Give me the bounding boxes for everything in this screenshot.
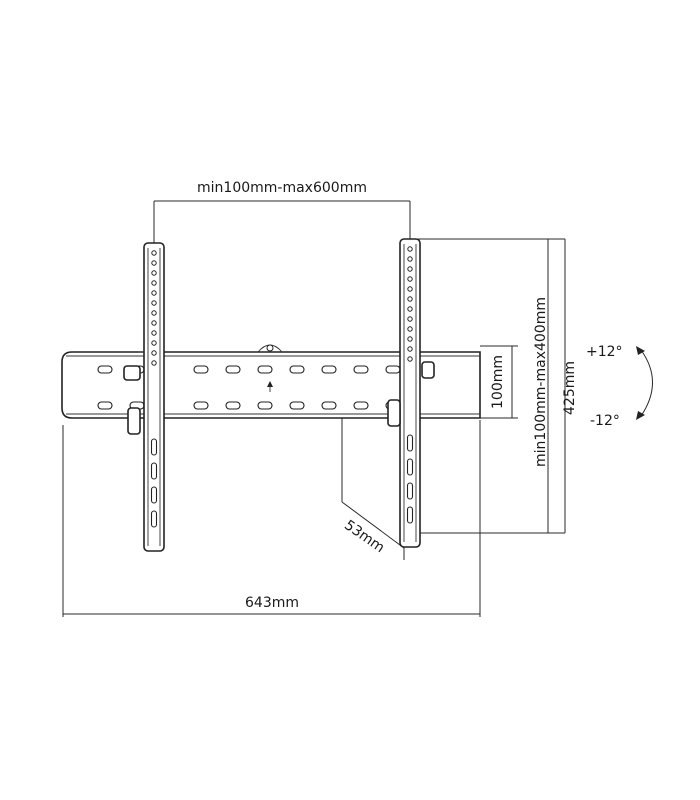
arm-hole — [407, 336, 413, 342]
arm-hole — [407, 246, 413, 252]
arm-hole — [151, 260, 157, 266]
arm-hole — [407, 256, 413, 262]
plate-slot — [225, 401, 241, 410]
arm-hole — [151, 340, 157, 346]
plate-slot — [289, 365, 305, 374]
right-arm-slots — [406, 434, 414, 524]
left-arm — [123, 242, 165, 552]
tilt-up-label: +12° — [586, 344, 623, 360]
plate-slot — [353, 401, 369, 410]
plate-slot — [257, 365, 273, 374]
arm-hole — [407, 346, 413, 352]
arm-hole — [151, 250, 157, 256]
total-width-dimension: 643mm — [62, 420, 481, 617]
arm-hole — [151, 350, 157, 356]
vesa-width-label: min100mm-max600mm — [197, 180, 367, 196]
arm-hole — [407, 326, 413, 332]
tilt-arrow-bottom — [636, 411, 645, 420]
total-height-label: 425mm — [562, 361, 578, 415]
rail-spacing-label: 100mm — [490, 355, 506, 409]
plate-slot — [97, 365, 113, 374]
plate-slot — [321, 365, 337, 374]
right-arm-holes — [407, 246, 413, 362]
plate-slot — [385, 365, 401, 374]
arm-hole — [151, 280, 157, 286]
right-latch-bottom — [387, 399, 401, 427]
plate-slot — [321, 401, 337, 410]
tilt-arrow-top — [636, 346, 645, 355]
arm-hole — [407, 306, 413, 312]
tilt-down-label: -12° — [590, 413, 620, 429]
plate-slot — [193, 401, 209, 410]
right-arm — [387, 238, 435, 548]
arm-hole — [151, 300, 157, 306]
left-latch-top — [123, 365, 141, 381]
arm-hole — [407, 276, 413, 282]
arm-hole — [407, 266, 413, 272]
arm-hole — [151, 320, 157, 326]
arm-hole — [151, 330, 157, 336]
left-arm-slots — [150, 438, 158, 528]
arm-slot — [406, 482, 414, 500]
arm-slot — [406, 458, 414, 476]
arm-slot — [150, 462, 158, 480]
plate-slot — [193, 365, 209, 374]
total-width-label: 643mm — [245, 595, 299, 611]
vesa-width-dimension: min100mm-max600mm — [153, 180, 411, 244]
plate-slot — [353, 365, 369, 374]
arm-slot — [150, 510, 158, 528]
arm-hole — [151, 290, 157, 296]
arm-hole — [151, 310, 157, 316]
arm-slot — [406, 506, 414, 524]
depth-dimension: 53mm — [341, 418, 405, 560]
left-arm-holes — [151, 250, 157, 366]
tilt-arc — [640, 349, 653, 417]
arm-hole — [407, 316, 413, 322]
vesa-height-label: min100mm-max400mm — [533, 297, 549, 467]
tilt-indicator: +12° -12° — [586, 344, 653, 429]
depth-label: 53mm — [341, 517, 387, 556]
arm-hole — [407, 296, 413, 302]
arm-hole — [151, 360, 157, 366]
plate-slot — [289, 401, 305, 410]
arm-hole — [151, 270, 157, 276]
left-latch-bottom — [127, 407, 141, 435]
arm-hole — [407, 286, 413, 292]
right-latch-top — [421, 361, 435, 379]
plate-slot — [225, 365, 241, 374]
arm-slot — [150, 486, 158, 504]
arm-slot — [406, 434, 414, 452]
rail-spacing-dimension — [480, 345, 518, 419]
plate-slot — [97, 401, 113, 410]
plate-slot — [257, 401, 273, 410]
arm-hole — [407, 356, 413, 362]
arm-slot — [150, 438, 158, 456]
